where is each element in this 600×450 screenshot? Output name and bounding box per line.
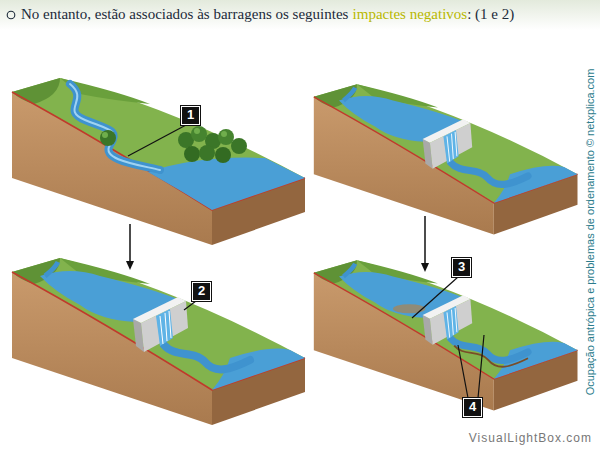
sequence-arrow: [129, 224, 131, 266]
bullet: [6, 10, 16, 20]
sequence-arrow: [424, 216, 426, 268]
eroded-bank: [454, 346, 528, 367]
callout-number: 1: [181, 106, 200, 125]
sediment: [393, 304, 425, 313]
callout-number: 3: [452, 258, 471, 277]
title: No entanto, estão associados às barragen…: [21, 6, 348, 23]
leader-line: [412, 277, 458, 318]
watermark: VisualLightBox.com: [469, 431, 592, 445]
trees: [100, 126, 247, 163]
leader-line: [184, 301, 196, 310]
leader-line: [458, 345, 468, 398]
natural-river: [70, 84, 305, 210]
title-suffix: : (1 e 2): [467, 6, 514, 23]
title-line: No entanto, estão associados às barragen…: [6, 6, 514, 23]
callout-number: 2: [192, 282, 211, 301]
dam-panel: [314, 260, 578, 410]
callout-number: 4: [463, 398, 482, 417]
side-credit: Ocupação antrópica e problemas de ordena…: [584, 69, 596, 396]
leader-line: [478, 335, 484, 398]
dam-panel: [12, 258, 305, 425]
leader-line: [128, 125, 186, 156]
highlight-text: impactes negativos: [353, 6, 468, 23]
terrain-block: [12, 78, 305, 245]
dam-panel: [314, 84, 578, 234]
